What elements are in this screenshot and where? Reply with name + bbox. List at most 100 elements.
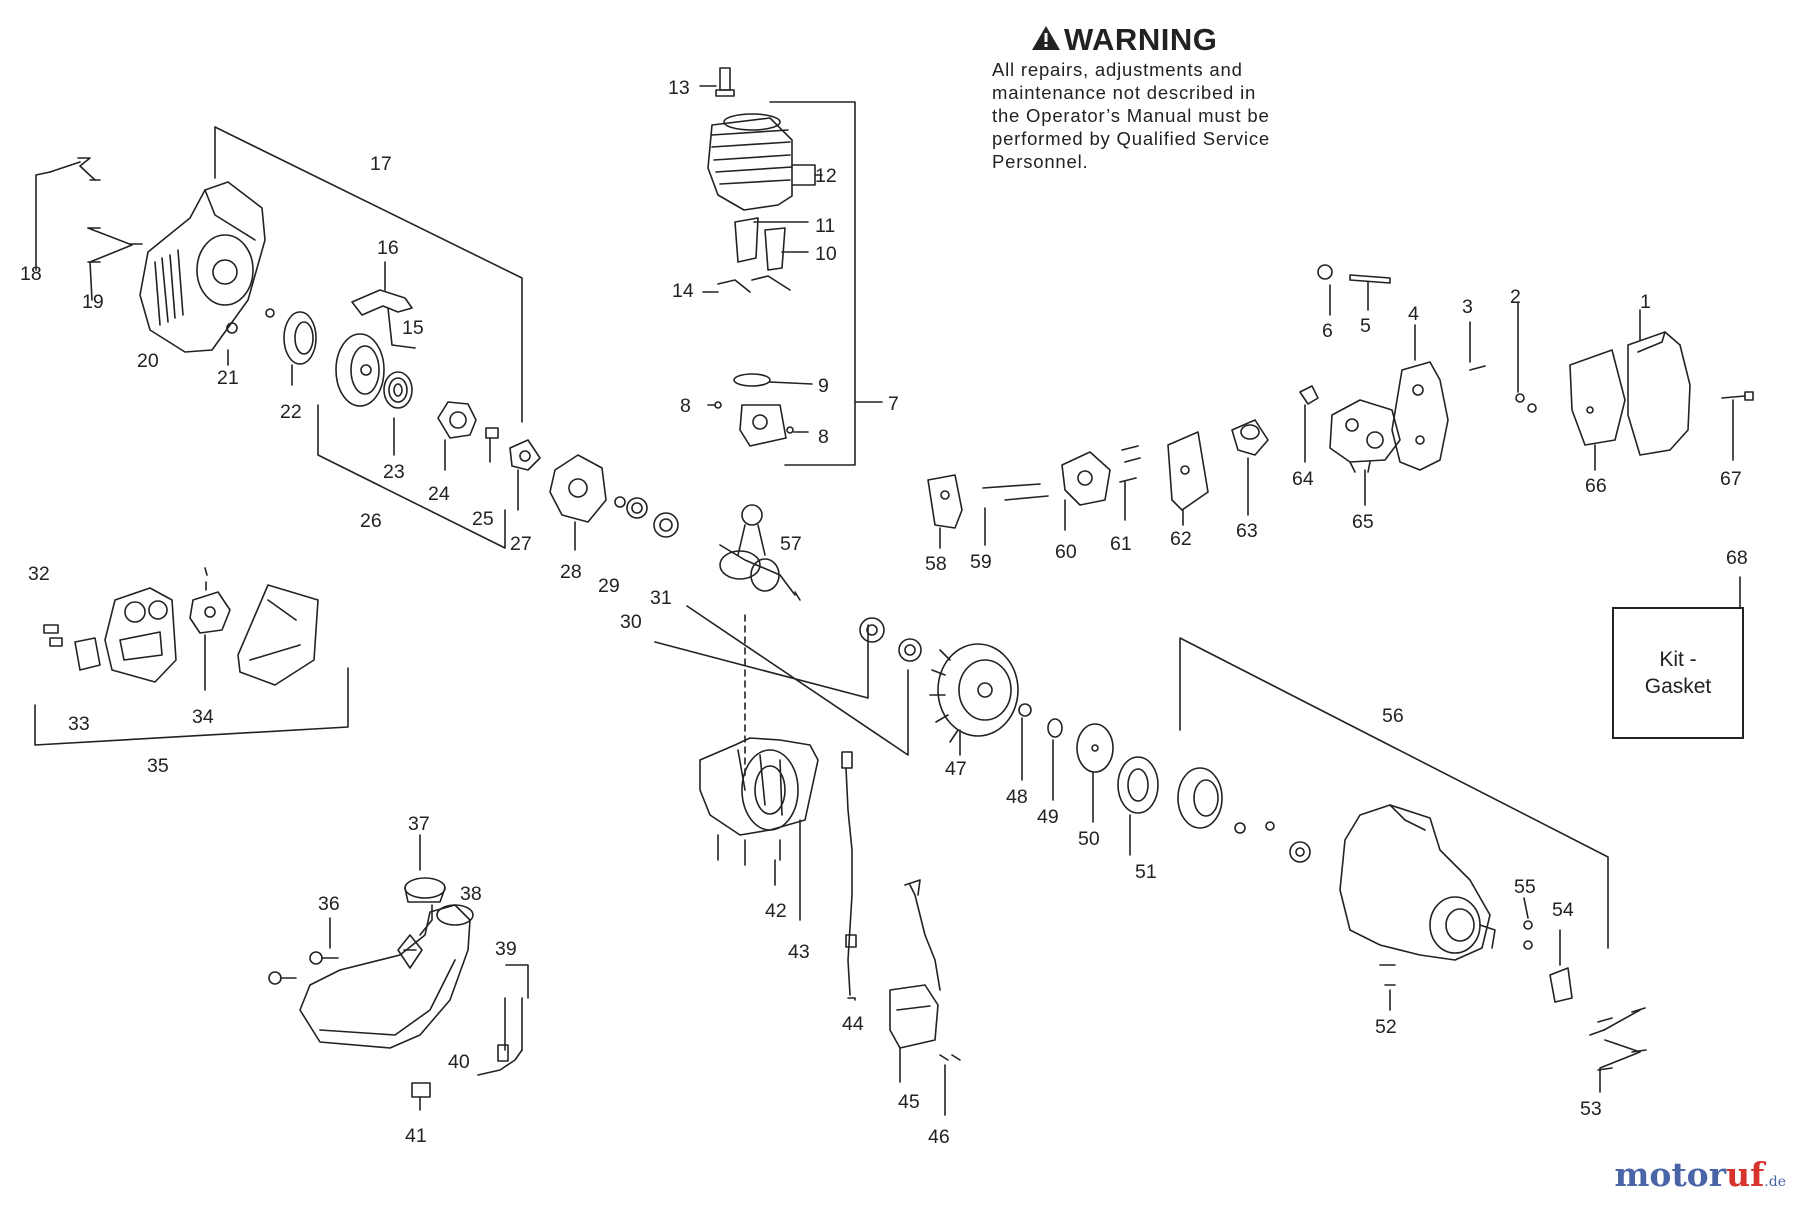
warning-heading: WARNING — [1028, 22, 1332, 58]
callout-22: 22 — [280, 401, 302, 423]
starter-handle-16 — [351, 261, 416, 349]
callout-67: 67 — [1720, 468, 1742, 490]
pulley-22 — [283, 311, 317, 386]
fitting-64 — [1299, 385, 1319, 463]
rod-5 — [1349, 274, 1391, 311]
clutch-51 — [1117, 756, 1159, 856]
gasket-62 — [1167, 431, 1209, 526]
callout-62: 62 — [1170, 528, 1192, 550]
air-box-base-4 — [1391, 324, 1449, 471]
air-filter-66 — [1569, 349, 1626, 471]
callout-13: 13 — [668, 77, 690, 99]
heat-shield — [237, 584, 319, 686]
rope-pulley — [335, 333, 385, 407]
hub-24 — [437, 401, 477, 471]
callout-28: 28 — [560, 561, 582, 583]
warning-body: All repairs, adjustments and maintenance… — [992, 58, 1332, 173]
callout-23: 23 — [383, 461, 405, 483]
warning-triangle-icon — [1032, 26, 1060, 50]
fuel-tank-38 — [299, 904, 474, 1049]
callout-31: 31 — [650, 587, 672, 609]
callout-34: 34 — [192, 706, 214, 728]
ignition-wire-44 — [841, 751, 857, 1001]
washer-48 — [1018, 703, 1032, 717]
callout-32: 32 — [28, 563, 50, 585]
spark-plug-13 — [699, 67, 735, 97]
washer-29 — [614, 496, 626, 508]
bolts-59 — [982, 483, 1049, 546]
callout-50: 50 — [1078, 828, 1100, 850]
leader-31 — [686, 605, 909, 756]
callout-53: 53 — [1580, 1098, 1602, 1120]
callout-2: 2 — [1510, 286, 1521, 308]
callout-48: 48 — [1006, 786, 1028, 808]
callout-11: 11 — [815, 215, 835, 237]
screws-61 — [1119, 445, 1141, 521]
callout-46: 46 — [928, 1126, 950, 1148]
warning-line: performed by Qualified Service — [992, 128, 1270, 149]
bushing-27 — [509, 439, 541, 511]
bracket-7 — [769, 101, 883, 466]
bracket-56 — [1179, 637, 1609, 949]
callout-30: 30 — [620, 611, 642, 633]
callout-5: 5 — [1360, 315, 1371, 337]
fuel-cap-37 — [397, 834, 446, 969]
callout-27: 27 — [510, 533, 532, 555]
crankshaft-57 — [719, 504, 801, 601]
callout-25: 25 — [472, 508, 494, 530]
callout-49: 49 — [1037, 806, 1059, 828]
callout-63: 63 — [1236, 520, 1258, 542]
plate-50 — [1076, 723, 1114, 823]
piston-ring-9 — [733, 373, 771, 387]
warning-line: the Operator’s Manual must be — [992, 105, 1270, 126]
watermark-logo: motoruf.de — [1615, 1155, 1786, 1194]
air-filter-cover-1 — [1627, 309, 1691, 456]
screw-3 — [1469, 321, 1486, 371]
clutch-housing — [1339, 804, 1496, 1011]
callout-52: 52 — [1375, 1016, 1397, 1038]
callout-14: 14 — [672, 280, 694, 302]
callout-8b: 8 — [818, 426, 829, 448]
callout-54: 54 — [1552, 899, 1574, 921]
callout-24: 24 — [428, 483, 450, 505]
warning-line: maintenance not described in — [992, 82, 1257, 103]
gaskets-10-11 — [734, 217, 809, 271]
callout-68: 68 — [1726, 547, 1748, 569]
warning-line: Personnel. — [992, 151, 1089, 172]
callout-4: 4 — [1408, 303, 1419, 325]
piston — [707, 401, 809, 447]
warning-line: All repairs, adjustments and — [992, 59, 1243, 80]
nuts-55 — [1523, 897, 1533, 950]
flywheel-47 — [929, 643, 1019, 756]
adapter-63 — [1231, 419, 1269, 516]
warning-title: WARNING — [1064, 22, 1218, 57]
screws-36 — [268, 917, 339, 985]
crankcase-42 — [699, 737, 819, 921]
callout-29: 29 — [598, 575, 620, 597]
callout-15: 15 — [402, 317, 424, 339]
bracket-35 — [34, 667, 349, 746]
callout-59: 59 — [970, 551, 992, 573]
choke-knob-6 — [1317, 264, 1333, 316]
screw-67 — [1721, 391, 1754, 461]
retainers-14 — [702, 275, 791, 293]
bushing-49 — [1047, 718, 1063, 801]
plate-58 — [927, 474, 963, 549]
callout-60: 60 — [1055, 541, 1077, 563]
callout-35: 35 — [147, 755, 169, 777]
callout-38: 38 — [460, 883, 482, 905]
callout-66: 66 — [1585, 475, 1607, 497]
watermark-brand: motor — [1614, 1155, 1727, 1194]
callout-26: 26 — [360, 510, 382, 532]
callout-17: 17 — [370, 153, 392, 175]
kit-gasket-box: Kit - Gasket — [1612, 607, 1744, 739]
muffler-33 — [43, 587, 177, 683]
kit-gasket-label: Kit - Gasket — [1644, 648, 1712, 698]
callout-58: 58 — [925, 553, 947, 575]
callout-57: 57 — [780, 533, 802, 555]
nuts-21 — [226, 308, 275, 366]
callout-45: 45 — [898, 1091, 920, 1113]
watermark-accent: uf — [1726, 1155, 1765, 1194]
callout-55: 55 — [1514, 876, 1536, 898]
callout-8a: 8 — [680, 395, 691, 417]
